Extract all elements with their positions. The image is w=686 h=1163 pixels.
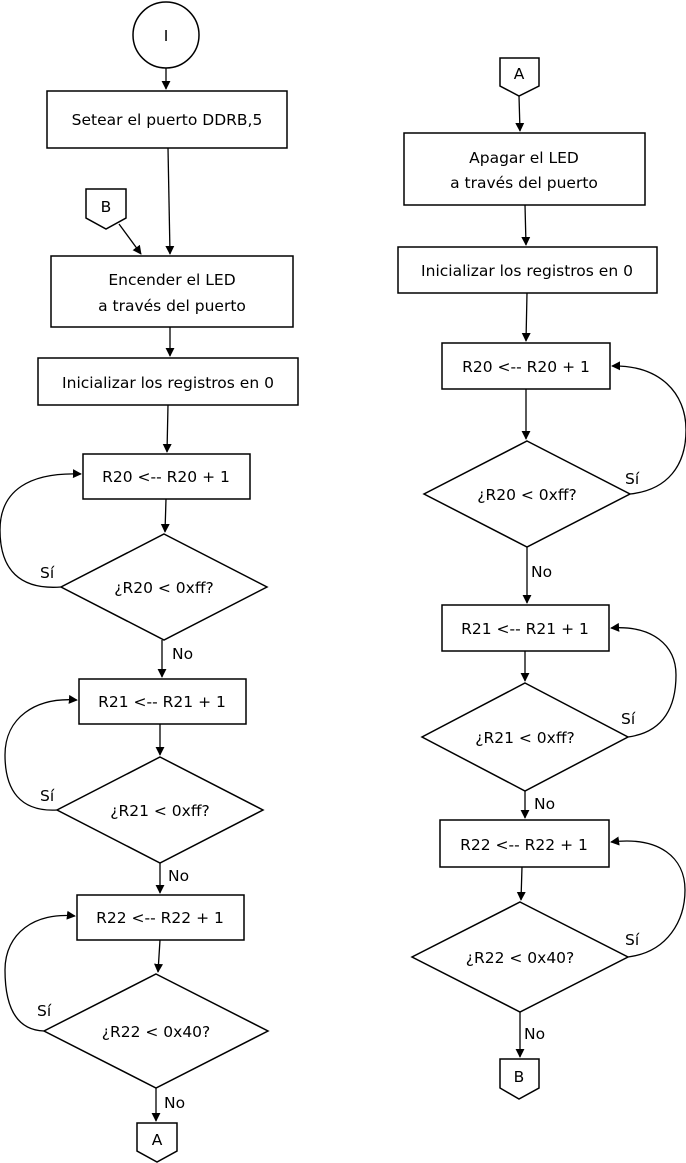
no-label-r21-right: No <box>534 795 555 813</box>
r22-decision-label-left: ¿R22 < 0x40? <box>102 1023 211 1041</box>
led-on-label-line1: Encender el LED <box>108 271 235 289</box>
connector-a-out-label: A <box>152 1131 163 1149</box>
led-on-label-line2: a través del puerto <box>98 297 246 315</box>
no-label-r20-left: No <box>172 645 193 663</box>
connector-a-in: A <box>499 57 540 97</box>
no-label-r22-right: No <box>524 1025 545 1043</box>
r21-increment-step-right: R21 <-- R21 + 1 <box>441 604 610 652</box>
connector-b-in: B <box>85 188 127 230</box>
loop-r20-yes-right <box>611 361 686 495</box>
edge-r22-to-decision-right <box>516 866 526 901</box>
loop-r20-yes-left <box>0 469 82 588</box>
r22-decision-left: ¿R22 < 0x40? <box>42 973 270 1089</box>
r20-decision-label-right: ¿R20 < 0xff? <box>477 486 577 504</box>
r21-decision-left: ¿R21 < 0xff? <box>55 756 265 864</box>
led-on-step: Encender el LED a través del puerto <box>50 255 294 328</box>
r20-increment-step-right: R20 <-- R20 + 1 <box>441 342 611 390</box>
connector-b-out-label: B <box>514 1068 525 1086</box>
r21-increment-step-left: R21 <-- R21 + 1 <box>78 678 247 725</box>
r22-increment-label-left: R22 <-- R22 + 1 <box>96 909 224 927</box>
edge-init-to-r20-left <box>162 404 172 453</box>
led-off-label-line1: Apagar el LED <box>469 149 579 167</box>
loop-r21-yes-left <box>4 694 78 811</box>
yes-label-r21-right: Sí <box>621 710 636 728</box>
yes-label-r22-right: Sí <box>625 931 640 949</box>
yes-label-r21-left: Sí <box>40 787 55 805</box>
init-registers-step-left: Inicializar los registros en 0 <box>37 357 299 406</box>
init-registers-label-left: Inicializar los registros en 0 <box>62 374 274 392</box>
yes-label-r20-right: Sí <box>625 470 640 488</box>
r20-increment-label-left: R20 <-- R20 + 1 <box>102 468 230 486</box>
r22-increment-step-right: R22 <-- R22 + 1 <box>439 819 610 868</box>
loop-r22-yes-right <box>610 836 686 958</box>
r22-decision-label-right: ¿R22 < 0x40? <box>466 949 575 967</box>
connector-b-in-label: B <box>101 198 112 216</box>
connector-a-out: A <box>136 1122 178 1163</box>
edge-init-to-r20-right <box>521 292 531 342</box>
edge-set-port-to-led-on <box>165 147 175 255</box>
no-label-r20-right: No <box>531 563 552 581</box>
yes-label-r20-left: Sí <box>40 564 55 582</box>
r20-increment-label-right: R20 <-- R20 + 1 <box>462 358 590 376</box>
r21-increment-label-left: R21 <-- R21 + 1 <box>98 693 226 711</box>
r20-decision-label-left: ¿R20 < 0xff? <box>114 579 214 597</box>
init-registers-label-right: Inicializar los registros en 0 <box>421 262 633 280</box>
edge-r20-to-decision-left <box>160 498 170 533</box>
r21-decision-label-right: ¿R21 < 0xff? <box>475 729 575 747</box>
edge-r22-to-decision-left <box>154 939 163 973</box>
r21-increment-label-right: R21 <-- R21 + 1 <box>461 620 589 638</box>
r20-decision-left: ¿R20 < 0xff? <box>59 533 269 641</box>
init-registers-step-right: Inicializar los registros en 0 <box>397 246 658 294</box>
r22-increment-label-right: R22 <-- R22 + 1 <box>460 836 588 854</box>
edge-led-off-to-init <box>521 204 531 246</box>
led-off-step: Apagar el LED a través del puerto <box>403 132 646 206</box>
r22-increment-step-left: R22 <-- R22 + 1 <box>76 894 245 941</box>
connector-b-out: B <box>499 1058 540 1100</box>
set-port-label: Setear el puerto DDRB,5 <box>72 111 263 129</box>
set-port-step: Setear el puerto DDRB,5 <box>46 90 288 149</box>
r20-decision-right: ¿R20 < 0xff? <box>422 440 632 548</box>
connector-a-in-label: A <box>514 65 525 83</box>
led-off-label-line2: a través del puerto <box>450 174 598 192</box>
start-label: I <box>164 27 169 45</box>
r22-decision-right: ¿R22 < 0x40? <box>410 901 630 1013</box>
edge-connector-a-to-led-off <box>515 95 525 132</box>
start-node: I <box>132 1 200 69</box>
no-label-r21-left: No <box>168 867 189 885</box>
loop-r22-yes-left <box>4 910 76 1032</box>
edge-connector-b-to-led-on <box>118 223 142 255</box>
no-label-r22-left: No <box>164 1094 185 1112</box>
loop-r21-yes-right <box>610 622 677 738</box>
r21-decision-label-left: ¿R21 < 0xff? <box>110 802 210 820</box>
r21-decision-right: ¿R21 < 0xff? <box>420 682 630 792</box>
yes-label-r22-left: Sí <box>37 1002 52 1020</box>
r20-increment-step-left: R20 <-- R20 + 1 <box>82 453 251 500</box>
